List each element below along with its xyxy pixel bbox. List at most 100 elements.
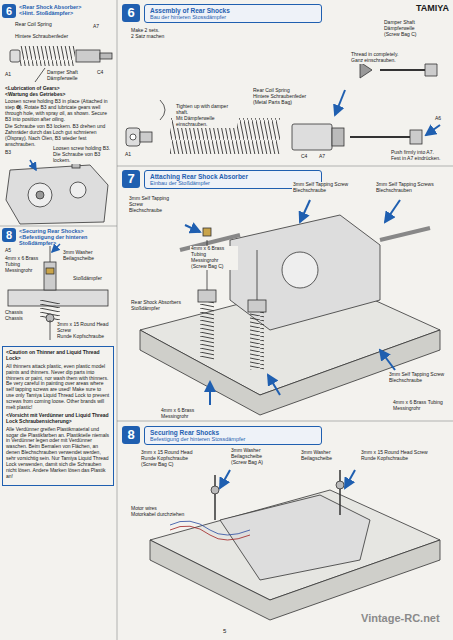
- part-label: Die Schraube von B3 lockern.: [52, 152, 114, 164]
- drawing-stroke: [335, 90, 345, 115]
- part-label: 3mm Self Tapping Screw: [292, 182, 362, 188]
- drawing-stroke: [126, 128, 140, 146]
- part-label: Damper Shaft: [383, 20, 443, 26]
- part-label: (Screw Bag C): [190, 264, 238, 270]
- step-title-box: <Rear Shock Absorber><Hint. Stoßdämpfer>: [19, 4, 114, 16]
- drawing-stroke: [35, 68, 45, 82]
- part-label: Runde Kopfschraube: [360, 456, 440, 462]
- step-title: <Befestigung der hinteren Stoßdämpfer>: [19, 234, 114, 246]
- part-label: Vintage-RC.net: [360, 612, 448, 625]
- part-label: Beilagscheibe: [230, 454, 278, 460]
- step-title-box: Assembly of Rear ShocksBau der hinteren …: [144, 4, 322, 23]
- part-label: Chassis: [4, 310, 34, 316]
- step-header: 8 Securing Rear ShocksBefestigung der hin…: [122, 426, 322, 445]
- caution-heading: <Vorsicht mit Verdünner und Liquid Threa…: [6, 413, 110, 425]
- drawing-stroke: [339, 470, 341, 515]
- step-title: Befestigung der hinteren Stossdämpfer: [150, 436, 316, 442]
- drawing-stroke: [170, 521, 250, 535]
- part-label: A7: [318, 154, 330, 160]
- drawing-stroke: [282, 252, 318, 288]
- part-label: Blechschraube: [292, 188, 362, 194]
- drawing-stroke: [76, 50, 100, 62]
- step-number: 7: [122, 170, 140, 188]
- part-label: Dämpferwelle: [383, 26, 443, 32]
- part-label: 3mm x 15 Round Head Screw: [56, 322, 114, 334]
- part-label: <Wartung des Getriebes>: [4, 92, 114, 98]
- step-header: 8<Securing Rear Shocks><Befestigung der …: [2, 228, 114, 246]
- step-number: 6: [122, 4, 140, 22]
- drawing-stroke: [10, 50, 20, 62]
- drawing-stroke: [380, 228, 430, 240]
- part-label: Thread in completely.: [350, 52, 416, 58]
- part-label: Runde Kopfschraube: [140, 456, 208, 462]
- drawing-stroke: [203, 228, 211, 236]
- step-header: 6Assembly of Rear ShocksBau der hinteren…: [122, 4, 322, 23]
- caution-box: <Caution on Thinner and Liquid Thread Lo…: [2, 346, 114, 486]
- drawing-stroke: [100, 53, 112, 59]
- drawing-stroke: [140, 132, 152, 142]
- step-number: 8: [2, 228, 16, 242]
- step-title: Assembly of Rear Shocks: [150, 7, 316, 14]
- part-label: C4: [96, 70, 108, 76]
- drawing-stroke: [385, 200, 400, 222]
- drawing-stroke: [425, 64, 437, 76]
- drawing-stroke: [211, 486, 219, 494]
- part-label: 4mm x 6 Brass Tubing: [190, 246, 238, 258]
- part-label: Chassis: [4, 316, 34, 322]
- part-label: Mit Dämpferwelle einschrauben.: [175, 116, 237, 128]
- shock-small: [10, 46, 112, 82]
- step-number: 6: [2, 4, 16, 18]
- drawing-stroke: [410, 130, 422, 144]
- part-label: Ganz einschrauben.: [350, 58, 416, 64]
- step-number: 8: [122, 426, 140, 444]
- drawing-stroke: [300, 200, 310, 222]
- part-label: Make 2 sets.: [130, 28, 182, 34]
- part-label: 3mm Washer: [230, 448, 278, 454]
- drawing-stroke: [209, 382, 211, 405]
- part-label: Runde Kopfschraube: [56, 334, 114, 340]
- drawing-stroke: [170, 526, 250, 540]
- drawing-stroke: [117, 421, 453, 422]
- drawing-stroke: [46, 268, 54, 274]
- part-label: Stoßdämpfer: [130, 306, 192, 312]
- part-label: Blechschraube: [128, 208, 180, 214]
- part-label: Blechschrauben: [375, 188, 449, 194]
- drawing-stroke: [248, 300, 266, 312]
- part-label: Messingrohr: [392, 406, 448, 412]
- part-label: Blechschraube: [388, 378, 448, 384]
- part-label: Beilagscheibe: [62, 256, 106, 262]
- part-label: Stoßdämpfer: [72, 276, 112, 282]
- part-label: Loosen screw holding B3.: [52, 146, 114, 152]
- drawing-stroke: [20, 46, 75, 66]
- part-label: 4mm x 6 Brass Tubing: [392, 400, 448, 406]
- drawing-stroke: [160, 100, 165, 120]
- step-title: <Hint. Stoßdämpfer>: [19, 10, 114, 16]
- part-label: Loosen screw holding B3 in place (Attach…: [4, 99, 114, 123]
- part-label: 2 Satz machen: [130, 34, 182, 40]
- part-label: Tighten up with damper shaft.: [175, 104, 237, 116]
- part-label: (Screw Bag A): [230, 460, 278, 466]
- step-title: Securing Rear Shocks: [150, 429, 316, 436]
- part-label: Fest in A7 eindrücken.: [390, 156, 450, 162]
- step-title: Attaching Rear Shock Absorber: [150, 173, 316, 180]
- part-label: 3mm Self Tapping Screws: [375, 182, 449, 188]
- drawing-stroke: [350, 136, 420, 138]
- drawing-stroke: [130, 134, 136, 140]
- drawing-stroke: [214, 475, 216, 520]
- part-label: Messingrohr: [190, 258, 238, 264]
- part-label: 5: [222, 628, 232, 635]
- drawing-stroke: [332, 128, 344, 146]
- part-label: Messingrohr: [4, 268, 42, 274]
- part-label: Rear Shock Absorbers: [130, 300, 192, 306]
- step-title: <Rear Shock Absorber>: [19, 4, 114, 10]
- step-title: <Securing Rear Shocks>: [19, 228, 114, 234]
- part-label: (Screw Bag C): [140, 462, 208, 468]
- drawing-stroke: [220, 470, 230, 488]
- chassis-step8: [150, 470, 440, 620]
- drawing-stroke: [6, 165, 108, 224]
- part-label: A7: [92, 24, 104, 30]
- part-label: 3mm Washer: [62, 250, 106, 256]
- drawing-stroke: [426, 125, 440, 135]
- part-label: C4: [300, 154, 312, 160]
